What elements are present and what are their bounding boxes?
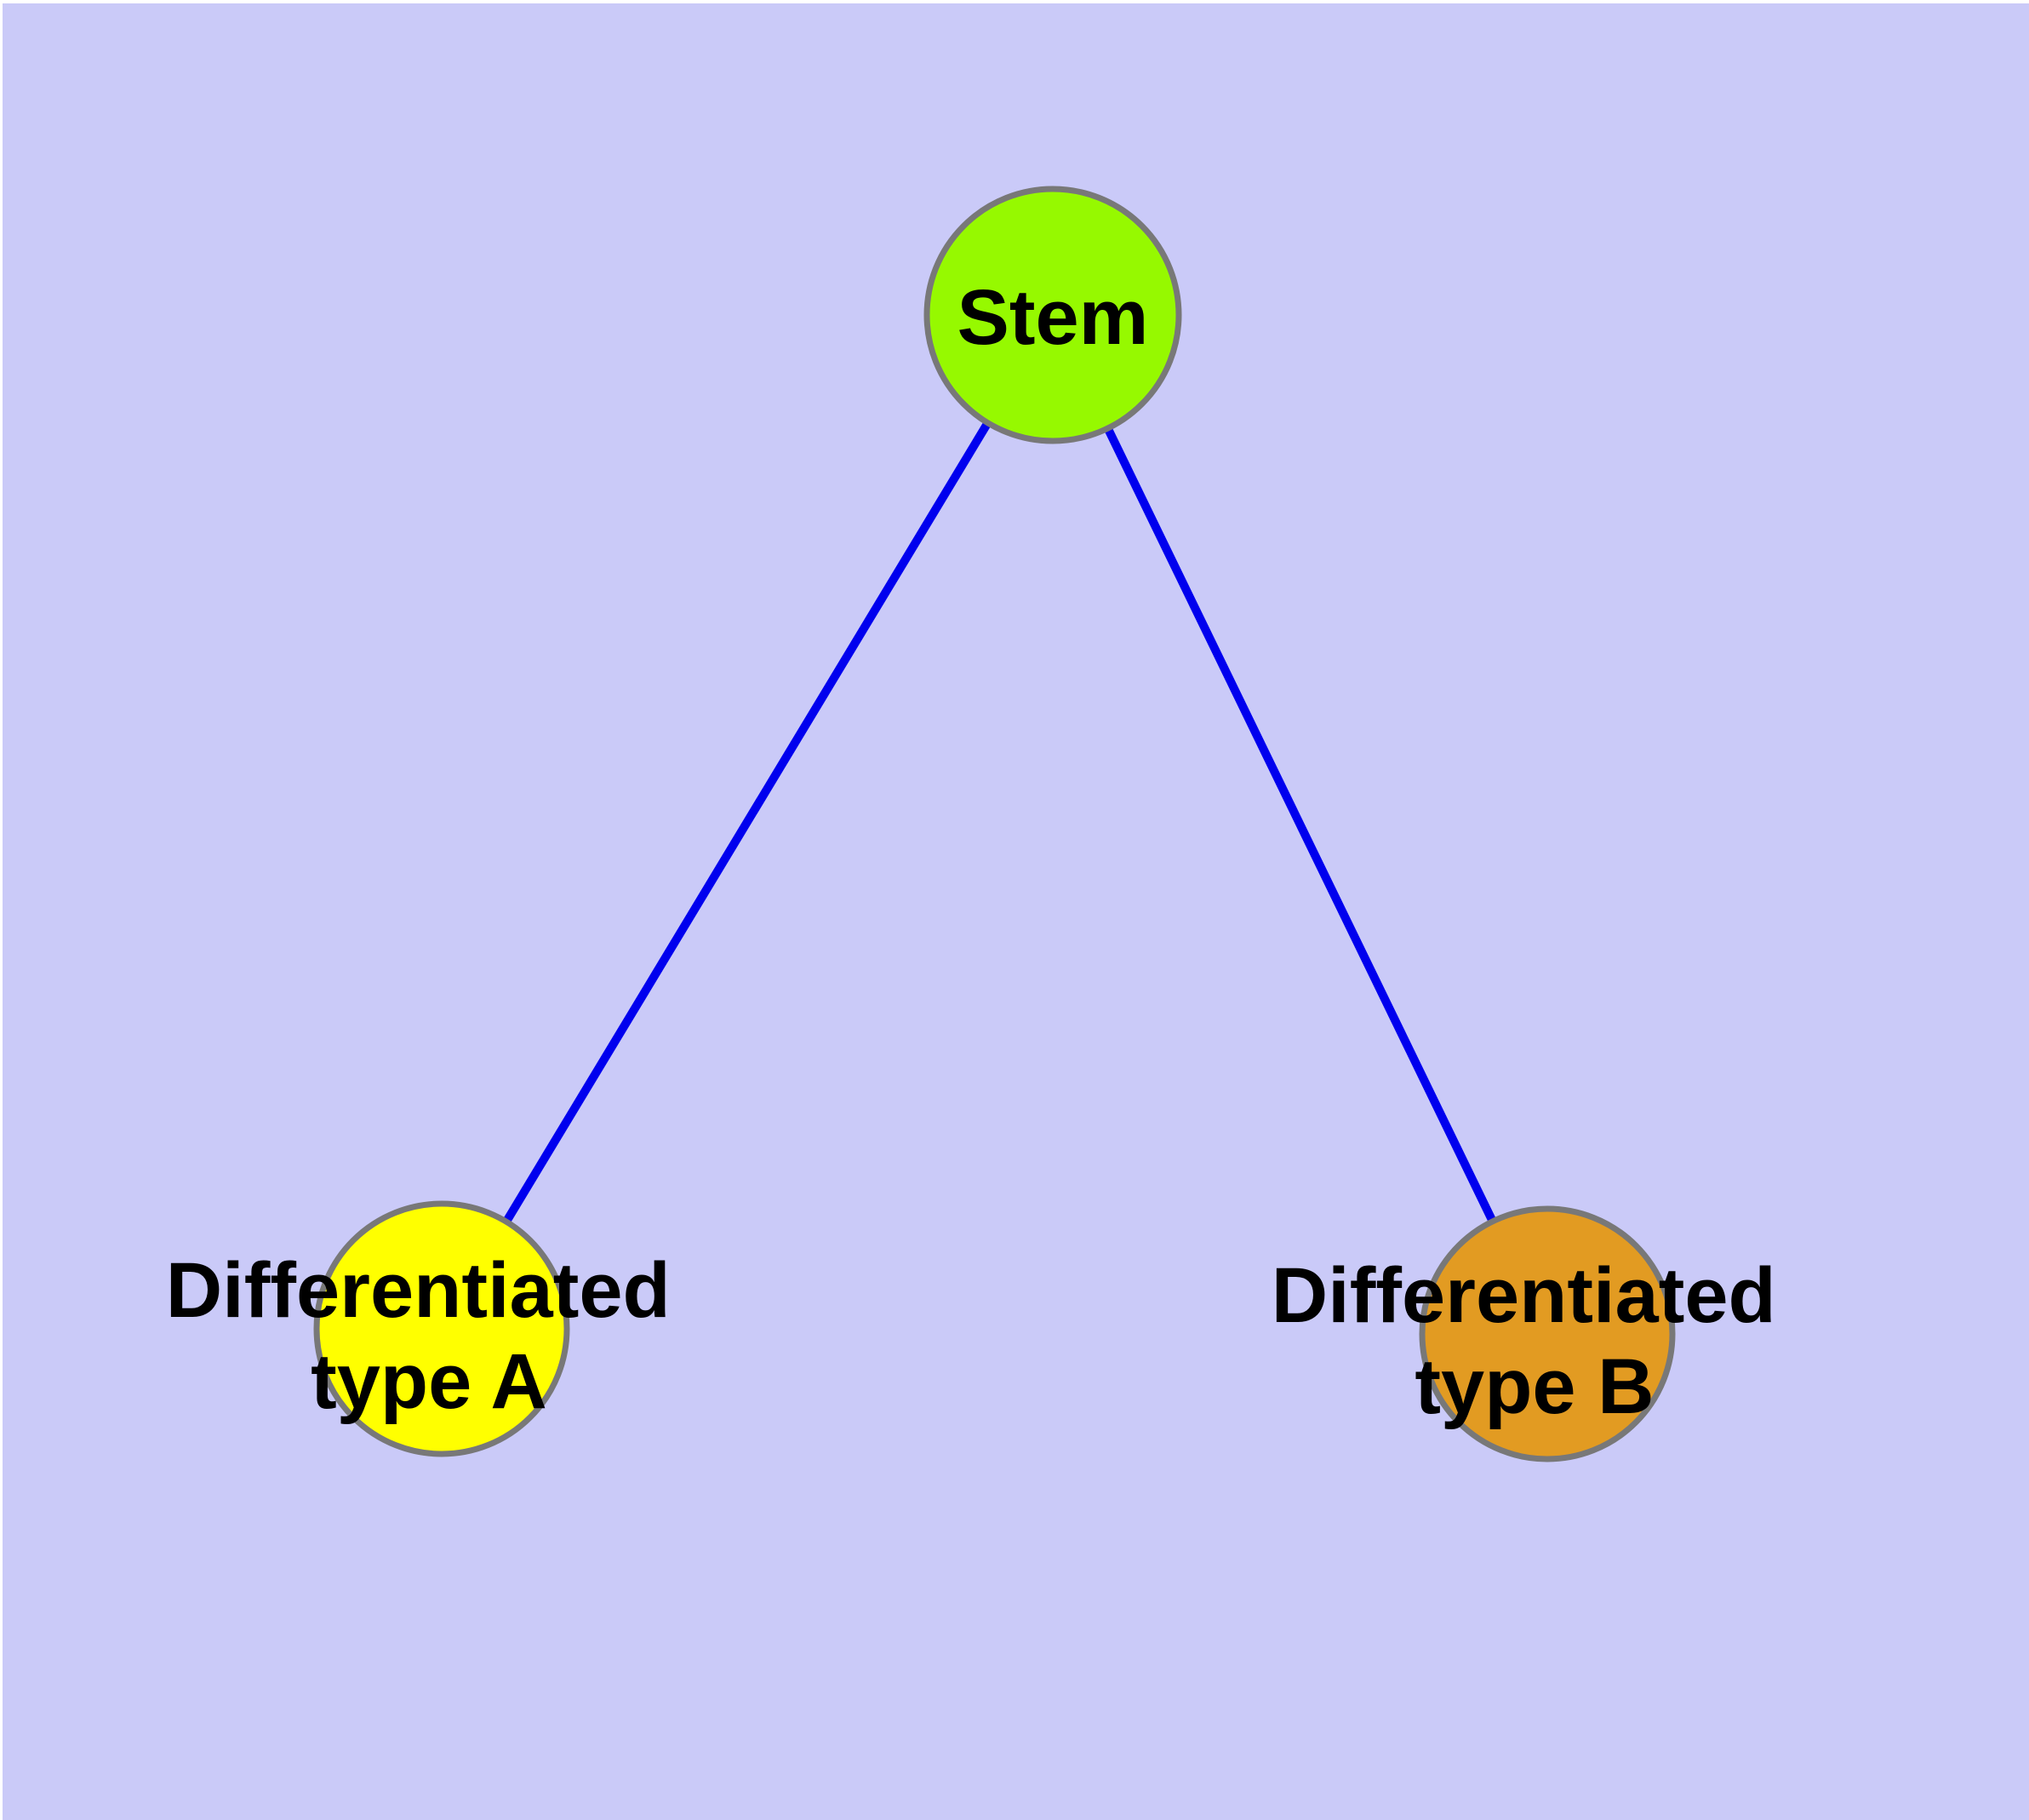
edge-stem-to-type-b bbox=[1049, 312, 1552, 1336]
node-type-a-label: Differentiated type A bbox=[166, 1247, 693, 1425]
node-type-a-circle bbox=[313, 1200, 570, 1457]
node-stem-circle bbox=[923, 186, 1182, 444]
node-type-b-label-line2: type B bbox=[1415, 1343, 1654, 1430]
node-type-a-label-line2: type A bbox=[311, 1338, 547, 1425]
node-type-b-circle bbox=[1419, 1205, 1676, 1462]
node-type-b-label: Differentiated type B bbox=[1272, 1252, 1798, 1430]
node-type-a-label-line1: Differentiated bbox=[166, 1247, 671, 1334]
node-stem-label: Stem bbox=[957, 274, 1149, 361]
node-type-b-label-line1: Differentiated bbox=[1272, 1252, 1776, 1339]
edge-stem-to-type-a bbox=[437, 312, 1057, 1331]
